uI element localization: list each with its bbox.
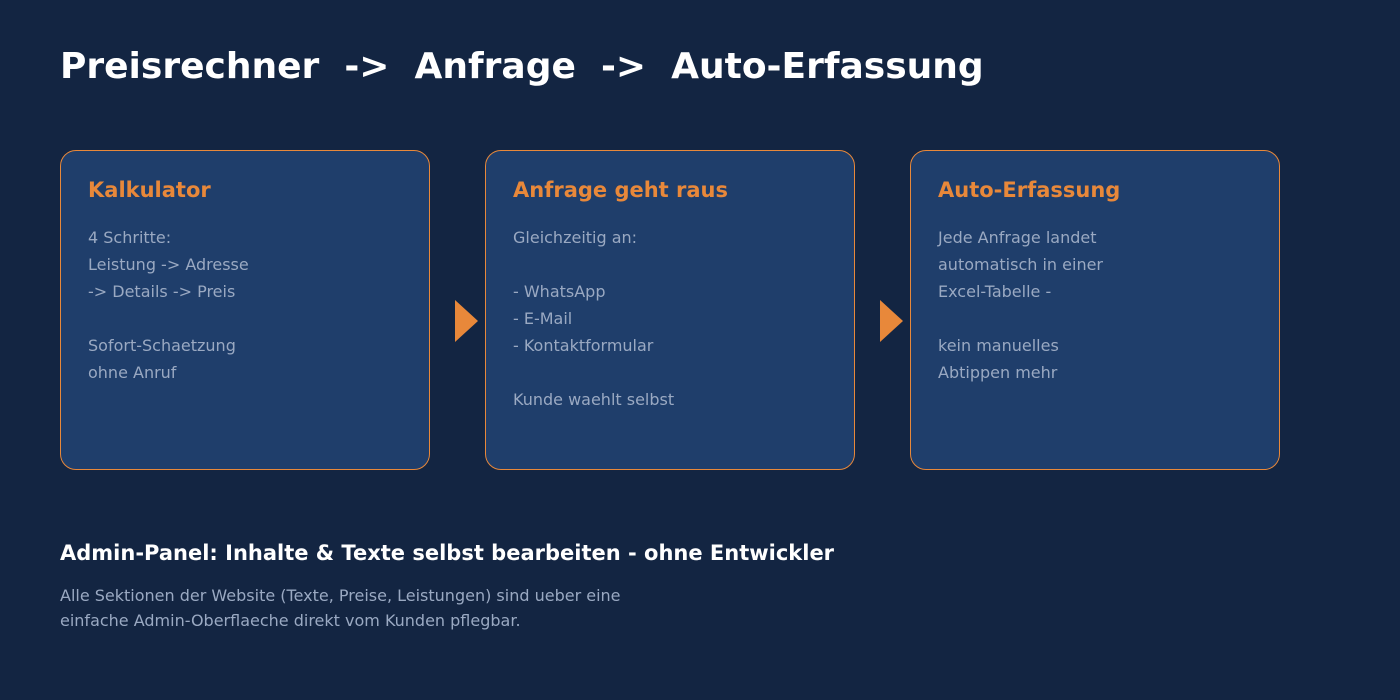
- card-line: ohne Anruf: [88, 363, 177, 382]
- card-title: Anfrage geht raus: [513, 178, 729, 202]
- card-line: - WhatsApp: [513, 282, 606, 301]
- description-line: Alle Sektionen der Website (Texte, Preis…: [60, 586, 621, 605]
- card-line: Gleichzeitig an:: [513, 228, 638, 247]
- card-body: 4 Schritte: Leistung -> Adresse -> Detai…: [88, 224, 249, 386]
- card-anfrage: Anfrage geht raus Gleichzeitig an: - Wha…: [485, 150, 855, 470]
- card-line: kein manuelles: [938, 336, 1059, 355]
- card-line: 4 Schritte:: [88, 228, 172, 247]
- card-line: Jede Anfrage landet: [938, 228, 1097, 247]
- description-line: einfache Admin-Oberflaeche direkt vom Ku…: [60, 611, 521, 630]
- card-line: [938, 305, 1103, 332]
- card-line: Kunde waehlt selbst: [513, 390, 675, 409]
- card-line: Excel-Tabelle -: [938, 282, 1052, 301]
- card-line: - E-Mail: [513, 309, 573, 328]
- admin-panel-heading: Admin-Panel: Inhalte & Texte selbst bear…: [60, 541, 835, 565]
- card-line: [513, 251, 674, 278]
- card-line: Sofort-Schaetzung: [88, 336, 236, 355]
- card-line: automatisch in einer: [938, 255, 1103, 274]
- card-auto-erfassung: Auto-Erfassung Jede Anfrage landet autom…: [910, 150, 1280, 470]
- card-line: [88, 305, 249, 332]
- card-line: -> Details -> Preis: [88, 282, 236, 301]
- card-line: [513, 359, 674, 386]
- page-title: Preisrechner -> Anfrage -> Auto-Erfassun…: [60, 46, 984, 87]
- card-line: - Kontaktformular: [513, 336, 654, 355]
- card-title: Auto-Erfassung: [938, 178, 1121, 202]
- card-line: Abtippen mehr: [938, 363, 1058, 382]
- arrow-right-icon: [880, 300, 903, 342]
- card-body: Gleichzeitig an: - WhatsApp - E-Mail - K…: [513, 224, 674, 413]
- card-kalkulator: Kalkulator 4 Schritte: Leistung -> Adres…: [60, 150, 430, 470]
- arrow-right-icon: [455, 300, 478, 342]
- card-line: Leistung -> Adresse: [88, 255, 249, 274]
- card-title: Kalkulator: [88, 178, 211, 202]
- admin-panel-description: Alle Sektionen der Website (Texte, Preis…: [60, 583, 621, 633]
- card-body: Jede Anfrage landet automatisch in einer…: [938, 224, 1103, 386]
